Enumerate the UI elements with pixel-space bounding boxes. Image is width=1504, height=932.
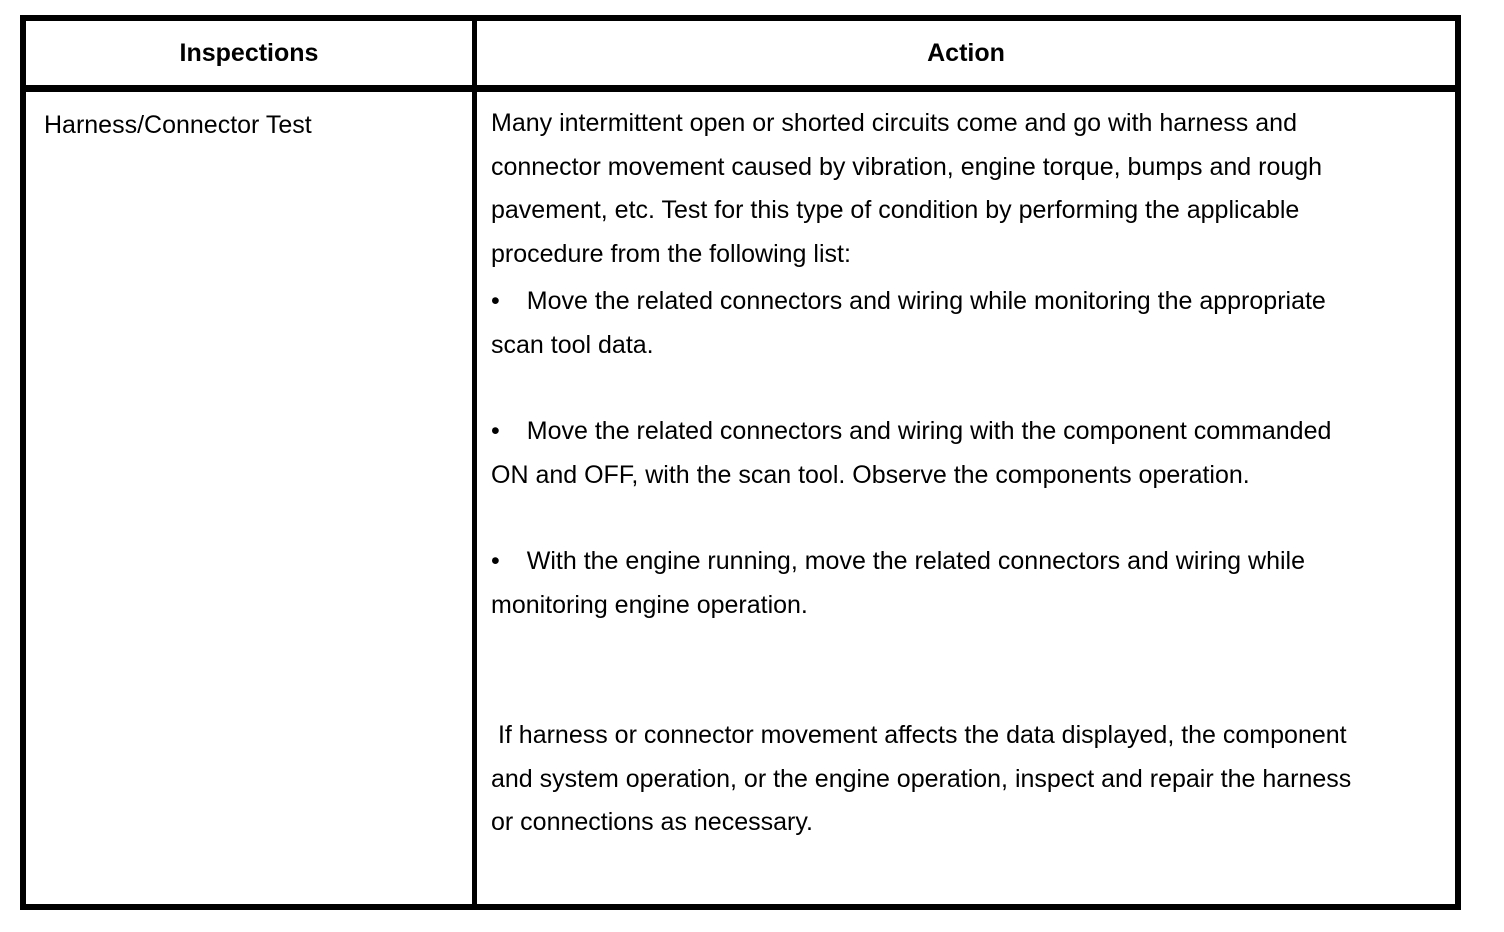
action-bullet-item: •Move the related connectors and wiring … [491,410,1371,497]
header-cell-action: Action [477,21,1455,85]
bullet-text: With the engine running, move the relate… [491,547,1305,619]
action-cell: Many intermittent open or shorted circui… [477,92,1455,904]
action-closing-paragraph: If harness or connector movement affects… [491,721,1359,836]
action-intro-paragraph: Many intermittent open or shorted circui… [491,109,1323,268]
bullet-text: Move the related connectors and wiring w… [491,287,1326,359]
action-bullet-item: •With the engine running, move the relat… [491,540,1371,627]
header-cell-inspections: Inspections [26,21,477,85]
bullet-marker-icon: • [491,547,500,575]
table-header-row: Inspections Action [26,21,1455,92]
inspection-action-table: Inspections Action Harness/Connector Tes… [20,15,1461,910]
bullet-marker-icon: • [491,417,500,445]
action-bullet-item: •Move the related connectors and wiring … [491,280,1371,367]
inspection-label: Harness/Connector Test [44,111,312,139]
header-label-action: Action [927,38,1005,67]
bullet-marker-icon: • [491,287,500,315]
inspection-cell: Harness/Connector Test [26,92,477,904]
action-text: Many intermittent open or shorted circui… [491,102,1371,845]
table-body-row: Harness/Connector Test Many intermittent… [26,92,1455,904]
bullet-text: Move the related connectors and wiring w… [491,417,1332,489]
header-label-inspections: Inspections [179,38,319,67]
